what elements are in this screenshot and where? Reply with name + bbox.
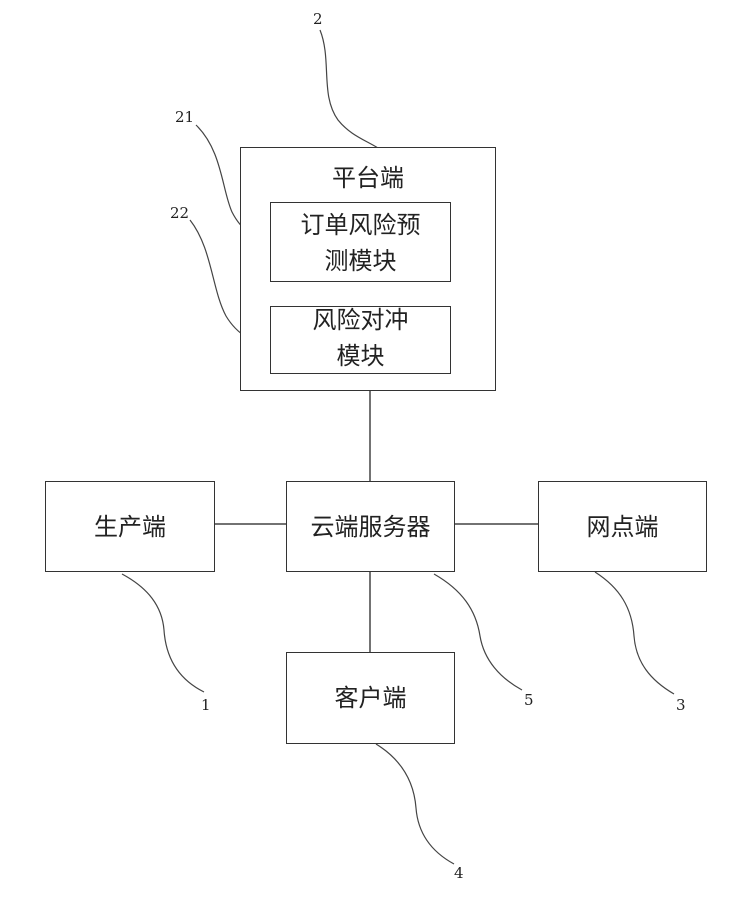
order-risk-module-box: 订单风险预 测模块 bbox=[270, 202, 451, 282]
ref-platform: 2 bbox=[313, 10, 323, 28]
cloud-server-label: 云端服务器 bbox=[287, 512, 454, 542]
outlet-box: 网点端 bbox=[538, 481, 707, 572]
production-box: 生产端 bbox=[45, 481, 215, 572]
ref-outlet: 3 bbox=[676, 696, 686, 714]
ref-client: 4 bbox=[454, 864, 464, 882]
ref-production: 1 bbox=[201, 696, 211, 714]
leader-1 bbox=[122, 574, 204, 692]
risk-hedge-module-line1: 风险对冲 bbox=[271, 305, 450, 335]
cloud-server-box: 云端服务器 bbox=[286, 481, 455, 572]
leader-3 bbox=[595, 572, 674, 694]
ref-order-risk-module: 21 bbox=[175, 108, 194, 126]
leader-4 bbox=[376, 744, 454, 864]
client-label: 客户端 bbox=[287, 683, 454, 713]
client-box: 客户端 bbox=[286, 652, 455, 744]
order-risk-module-line1: 订单风险预 bbox=[271, 210, 450, 240]
outlet-label: 网点端 bbox=[539, 512, 706, 542]
risk-hedge-module-line2: 模块 bbox=[271, 341, 450, 371]
risk-hedge-module-box: 风险对冲 模块 bbox=[270, 306, 451, 374]
platform-title: 平台端 bbox=[241, 163, 495, 193]
ref-risk-hedge-module: 22 bbox=[170, 204, 189, 222]
leader-2 bbox=[320, 30, 378, 148]
order-risk-module-line2: 测模块 bbox=[271, 246, 450, 276]
production-label: 生产端 bbox=[46, 512, 214, 542]
ref-cloud-server: 5 bbox=[524, 691, 534, 709]
